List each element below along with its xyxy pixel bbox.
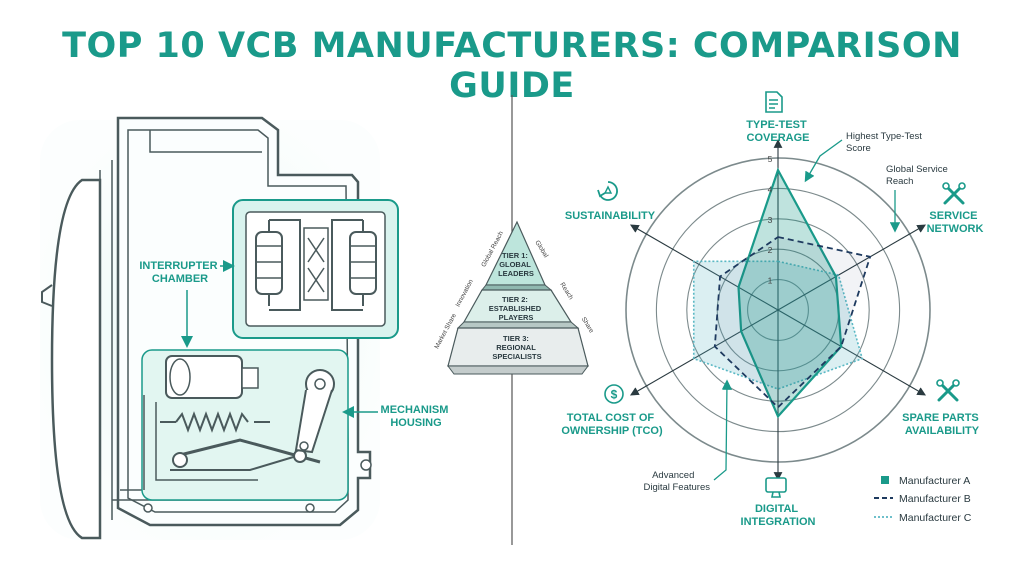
annotation-type-test: Highest Type-Test Score [846, 131, 925, 154]
radar-tick-label: 1 [768, 276, 773, 286]
interrupter-chamber-label: INTERRUPTER CHAMBER [139, 260, 220, 285]
radar-axis-spoke [629, 224, 779, 311]
mechanism-linkage [170, 438, 321, 471]
radar-axis-spoke [777, 309, 927, 396]
tier-pyramid: TIER 1: GLOBAL LEADERS TIER 2: ESTABLISH… [433, 220, 595, 375]
series-manufacturer-c [692, 260, 864, 390]
annotation-service: Global Service Reach [886, 164, 950, 187]
pyramid-right-label-3: Share [580, 316, 595, 335]
vacuum-bottle-right [349, 220, 377, 306]
radar-axis-spoke [777, 224, 927, 311]
series-manufacturer-b [713, 236, 872, 409]
breaker-diagram: INTERRUPTER CHAMBER MECHANISM HOUSING [40, 116, 452, 540]
mechanism-housing-label: MECHANISM HOUSING [381, 404, 452, 429]
vacuum-bottle-left [255, 220, 283, 306]
mechanism-motor [165, 355, 259, 399]
pyramid-right-label-1: Global [533, 239, 549, 259]
radar-chart: 1 2 3 4 5 [625, 139, 931, 481]
recycle-icon [597, 181, 618, 201]
legend-label: Manufacturer A [899, 475, 970, 487]
dollar-coin-icon: $ [604, 384, 624, 404]
pyramid-left-label-2: Innovation [455, 278, 475, 308]
radar-tick-label: 2 [768, 245, 773, 255]
series-manufacturer-a [737, 167, 843, 419]
contact-assembly [307, 237, 325, 293]
mechanism-spring [160, 411, 270, 433]
radar-axis-spoke [629, 309, 779, 396]
wrench-screwdriver-icon [942, 182, 966, 205]
page-title: TOP 10 VCB MANUFACTURERS: COMPARISON GUI… [62, 26, 962, 106]
mechanism-lever [294, 369, 335, 454]
tier-1-label: TIER 1: GLOBAL LEADERS [498, 251, 534, 278]
chart-legend: Manufacturer A Manufacturer B Manufactur… [874, 475, 972, 524]
legend-item-manufacturer-a: Manufacturer A [881, 475, 970, 487]
bolt [305, 503, 315, 513]
breaker-front-door [50, 178, 102, 540]
axis-label-sustainability: SUSTAINABILITY [565, 210, 656, 222]
tier-3-label: TIER 3: REGIONAL SPECIALISTS [492, 334, 541, 361]
wrench-screwdriver-icon [936, 379, 960, 402]
annotation-arrow-type-test [804, 139, 843, 183]
annotation-digital: Advanced Digital Features [643, 470, 710, 493]
document-check-icon [765, 91, 783, 113]
radar-tick-label: 3 [768, 215, 773, 225]
door-handle [41, 284, 53, 307]
axis-label-service-network: SERVICE NETWORK [927, 210, 984, 235]
legend-item-manufacturer-c: Manufacturer C [874, 512, 972, 524]
bolt [360, 459, 372, 471]
computer-monitor-icon [765, 477, 787, 498]
legend-label: Manufacturer B [899, 493, 971, 505]
axis-label-type-test: TYPE-TEST COVERAGE [746, 119, 810, 144]
busbars [269, 219, 363, 311]
axis-label-spare-parts: SPARE PARTS AVAILABILITY [902, 412, 982, 437]
annotation-arrow-digital [713, 379, 733, 481]
radar-tick-label: 5 [768, 154, 773, 164]
axis-label-digital-integration: DIGITAL INTEGRATION [741, 503, 816, 528]
radar-tick-label: 4 [768, 184, 773, 194]
axis-label-tco: TOTAL COST OF OWNERSHIP (TCO) [561, 412, 663, 437]
bolt [143, 503, 153, 513]
legend-label: Manufacturer C [899, 512, 972, 524]
pyramid-right-label-2: Reach [558, 281, 574, 301]
svg-text:$: $ [611, 388, 618, 402]
tier-2-label: TIER 2: ESTABLISHED PLAYERS [489, 295, 543, 322]
legend-item-manufacturer-b: Manufacturer B [874, 493, 971, 505]
